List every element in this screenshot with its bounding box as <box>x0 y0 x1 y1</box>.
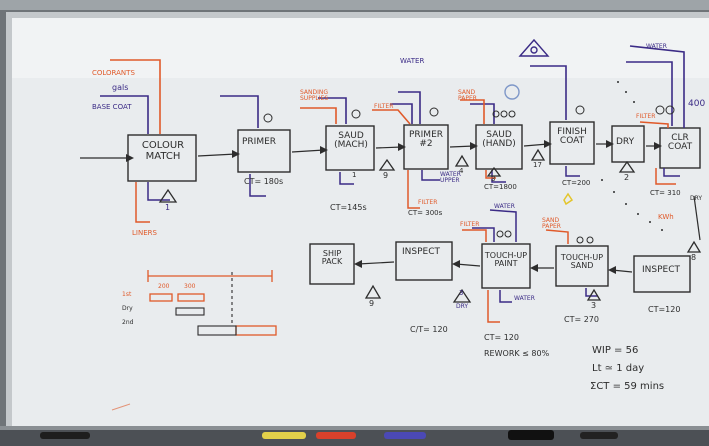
inv-sand-1: 1 <box>352 171 357 179</box>
inv-primer2: 4 <box>459 167 464 175</box>
note-filter: FILTER <box>374 103 394 110</box>
note-top-right: 400 <box>688 99 706 109</box>
label-sand-hand: SAUD (HAND) <box>482 130 516 150</box>
note-dry-bottom: DRY <box>456 303 469 310</box>
note-base-coat: BASE COAT <box>92 103 132 111</box>
note-dry-right: DRY <box>690 195 703 202</box>
orange-output-arrows <box>135 168 676 223</box>
note-colorants: COLORANTS <box>92 69 135 77</box>
arrow-heads <box>126 140 662 162</box>
box-touch-up-sand <box>555 245 609 287</box>
label-touch-up-sand: TOUCH-UP SAND <box>560 253 604 271</box>
note-water-1: WATER <box>400 57 425 65</box>
note-gals: gals <box>112 83 129 92</box>
label-primer2: PRIMER #2 <box>408 130 444 150</box>
metric-ct-inspect-left: C/T= 120 <box>410 325 448 334</box>
bottom-process-boxes <box>309 241 691 293</box>
marker-blue <box>384 432 426 439</box>
metric-sum-ct: ΣCT = 59 mins <box>590 381 665 392</box>
metric-ct-touch-paint: CT= 120 <box>484 333 519 342</box>
timeline-row3: 2nd <box>122 319 134 326</box>
metric-rework: REWORK ≤ 80% <box>484 349 550 358</box>
timeline-seg1: 200 <box>158 283 170 290</box>
timeline-row1: 1st <box>122 291 132 298</box>
timeline-row2: Dry <box>122 305 133 312</box>
box-touch-up-paint <box>481 243 531 289</box>
label-touch-up-paint: TOUCH-UP PAINT <box>484 251 528 269</box>
metric-ct-primer: CT= 180s <box>244 177 284 186</box>
label-colour-match: COLOUR MATCH <box>141 140 185 162</box>
inv-touch-sand: 3 <box>591 301 597 310</box>
doodle-icons <box>504 38 550 100</box>
timeline-bars <box>175 272 237 336</box>
metric-ct-touch-sand: CT= 270 <box>564 315 599 324</box>
box-inspect-right <box>633 255 691 293</box>
note-liners: LINERS <box>132 229 157 237</box>
marker-yellow <box>262 432 306 439</box>
output-arrows <box>147 166 680 201</box>
inventory-triangles-top <box>158 148 702 253</box>
note-filter-bottom: FILTER <box>460 221 480 228</box>
metric-wip: WIP = 56 <box>592 345 639 356</box>
label-clr-coat: CLR COAT <box>667 133 693 153</box>
orange-input-arrows <box>110 59 669 134</box>
timeline-seg2: 300 <box>184 283 196 290</box>
operator-icons <box>263 105 675 244</box>
bottom-orange-arrows <box>462 229 569 323</box>
label-finish-coat: FINISH COAT <box>557 127 587 147</box>
box-inspect-left <box>395 241 453 281</box>
inv-right: 8 <box>691 253 697 262</box>
note-sand-paper: SAND PAPER <box>458 89 477 103</box>
metric-ct-clr: CT= 310 <box>650 189 681 197</box>
metric-ct-finish: CT=200 <box>562 179 591 187</box>
inv-touch-paint: 3 <box>459 289 464 297</box>
metric-ct-primer2: CT= 300s <box>408 209 443 217</box>
note-water-3: WATER <box>494 203 515 210</box>
label-primer: PRIMER <box>242 137 277 147</box>
metric-ct-sand: CT=145s <box>330 203 367 212</box>
metric-ct-sand-hand: CT=1800 <box>484 183 517 191</box>
label-dry: DRY <box>616 137 635 147</box>
box-sand-mach <box>325 125 375 171</box>
label-inspect-left: INSPECT <box>402 247 440 257</box>
note-sand-paper-2: SAND PAPER <box>542 217 561 231</box>
inv-finish: 17 <box>533 161 542 169</box>
supplier-arrows <box>100 45 685 134</box>
label-inspect-right: INSPECT <box>642 265 680 275</box>
label-sand-mach: SAUD (MACH) <box>334 131 368 151</box>
marker-black <box>40 432 90 439</box>
box-primer <box>237 129 291 173</box>
marker-red <box>316 432 356 439</box>
note-water-upper: WATER UPPER <box>440 171 461 185</box>
whiteboard-surface <box>12 18 709 426</box>
note-water-2: WATER <box>646 43 667 50</box>
inventory-triangles-bottom <box>364 284 602 303</box>
inv-ship: 9 <box>369 299 375 308</box>
tray-edge <box>0 426 709 430</box>
marker-black-2 <box>580 432 618 439</box>
note-sanding-supplies: SANDING SUPPLIES <box>300 89 329 103</box>
note-filter-2: FILTER <box>418 199 438 206</box>
ceiling-strip <box>0 0 709 10</box>
stray-mark <box>111 403 131 411</box>
inv-sand: 9 <box>383 171 389 180</box>
board-glare <box>12 18 709 78</box>
label-ship-pack: SHIP PACK <box>321 249 343 267</box>
bottom-supplier-arrows <box>472 209 598 303</box>
metric-ct-inspect-right: CT=120 <box>648 305 681 314</box>
note-kwh: KWh <box>658 213 674 221</box>
bottom-arrow-heads <box>354 260 616 274</box>
dotted-curve <box>601 81 663 231</box>
note-water-bottom: WATER <box>514 295 535 302</box>
metric-lt: Lt ≃ 1 day <box>592 363 645 374</box>
eraser <box>508 430 554 440</box>
inv-colour: 1 <box>165 203 171 212</box>
inv-dry: 2 <box>624 173 630 182</box>
inv-sand-hand: 3 <box>491 175 496 183</box>
kaizen-burst <box>563 192 574 206</box>
note-filter-3: FILTER <box>636 113 656 120</box>
box-clr-coat <box>659 127 701 169</box>
